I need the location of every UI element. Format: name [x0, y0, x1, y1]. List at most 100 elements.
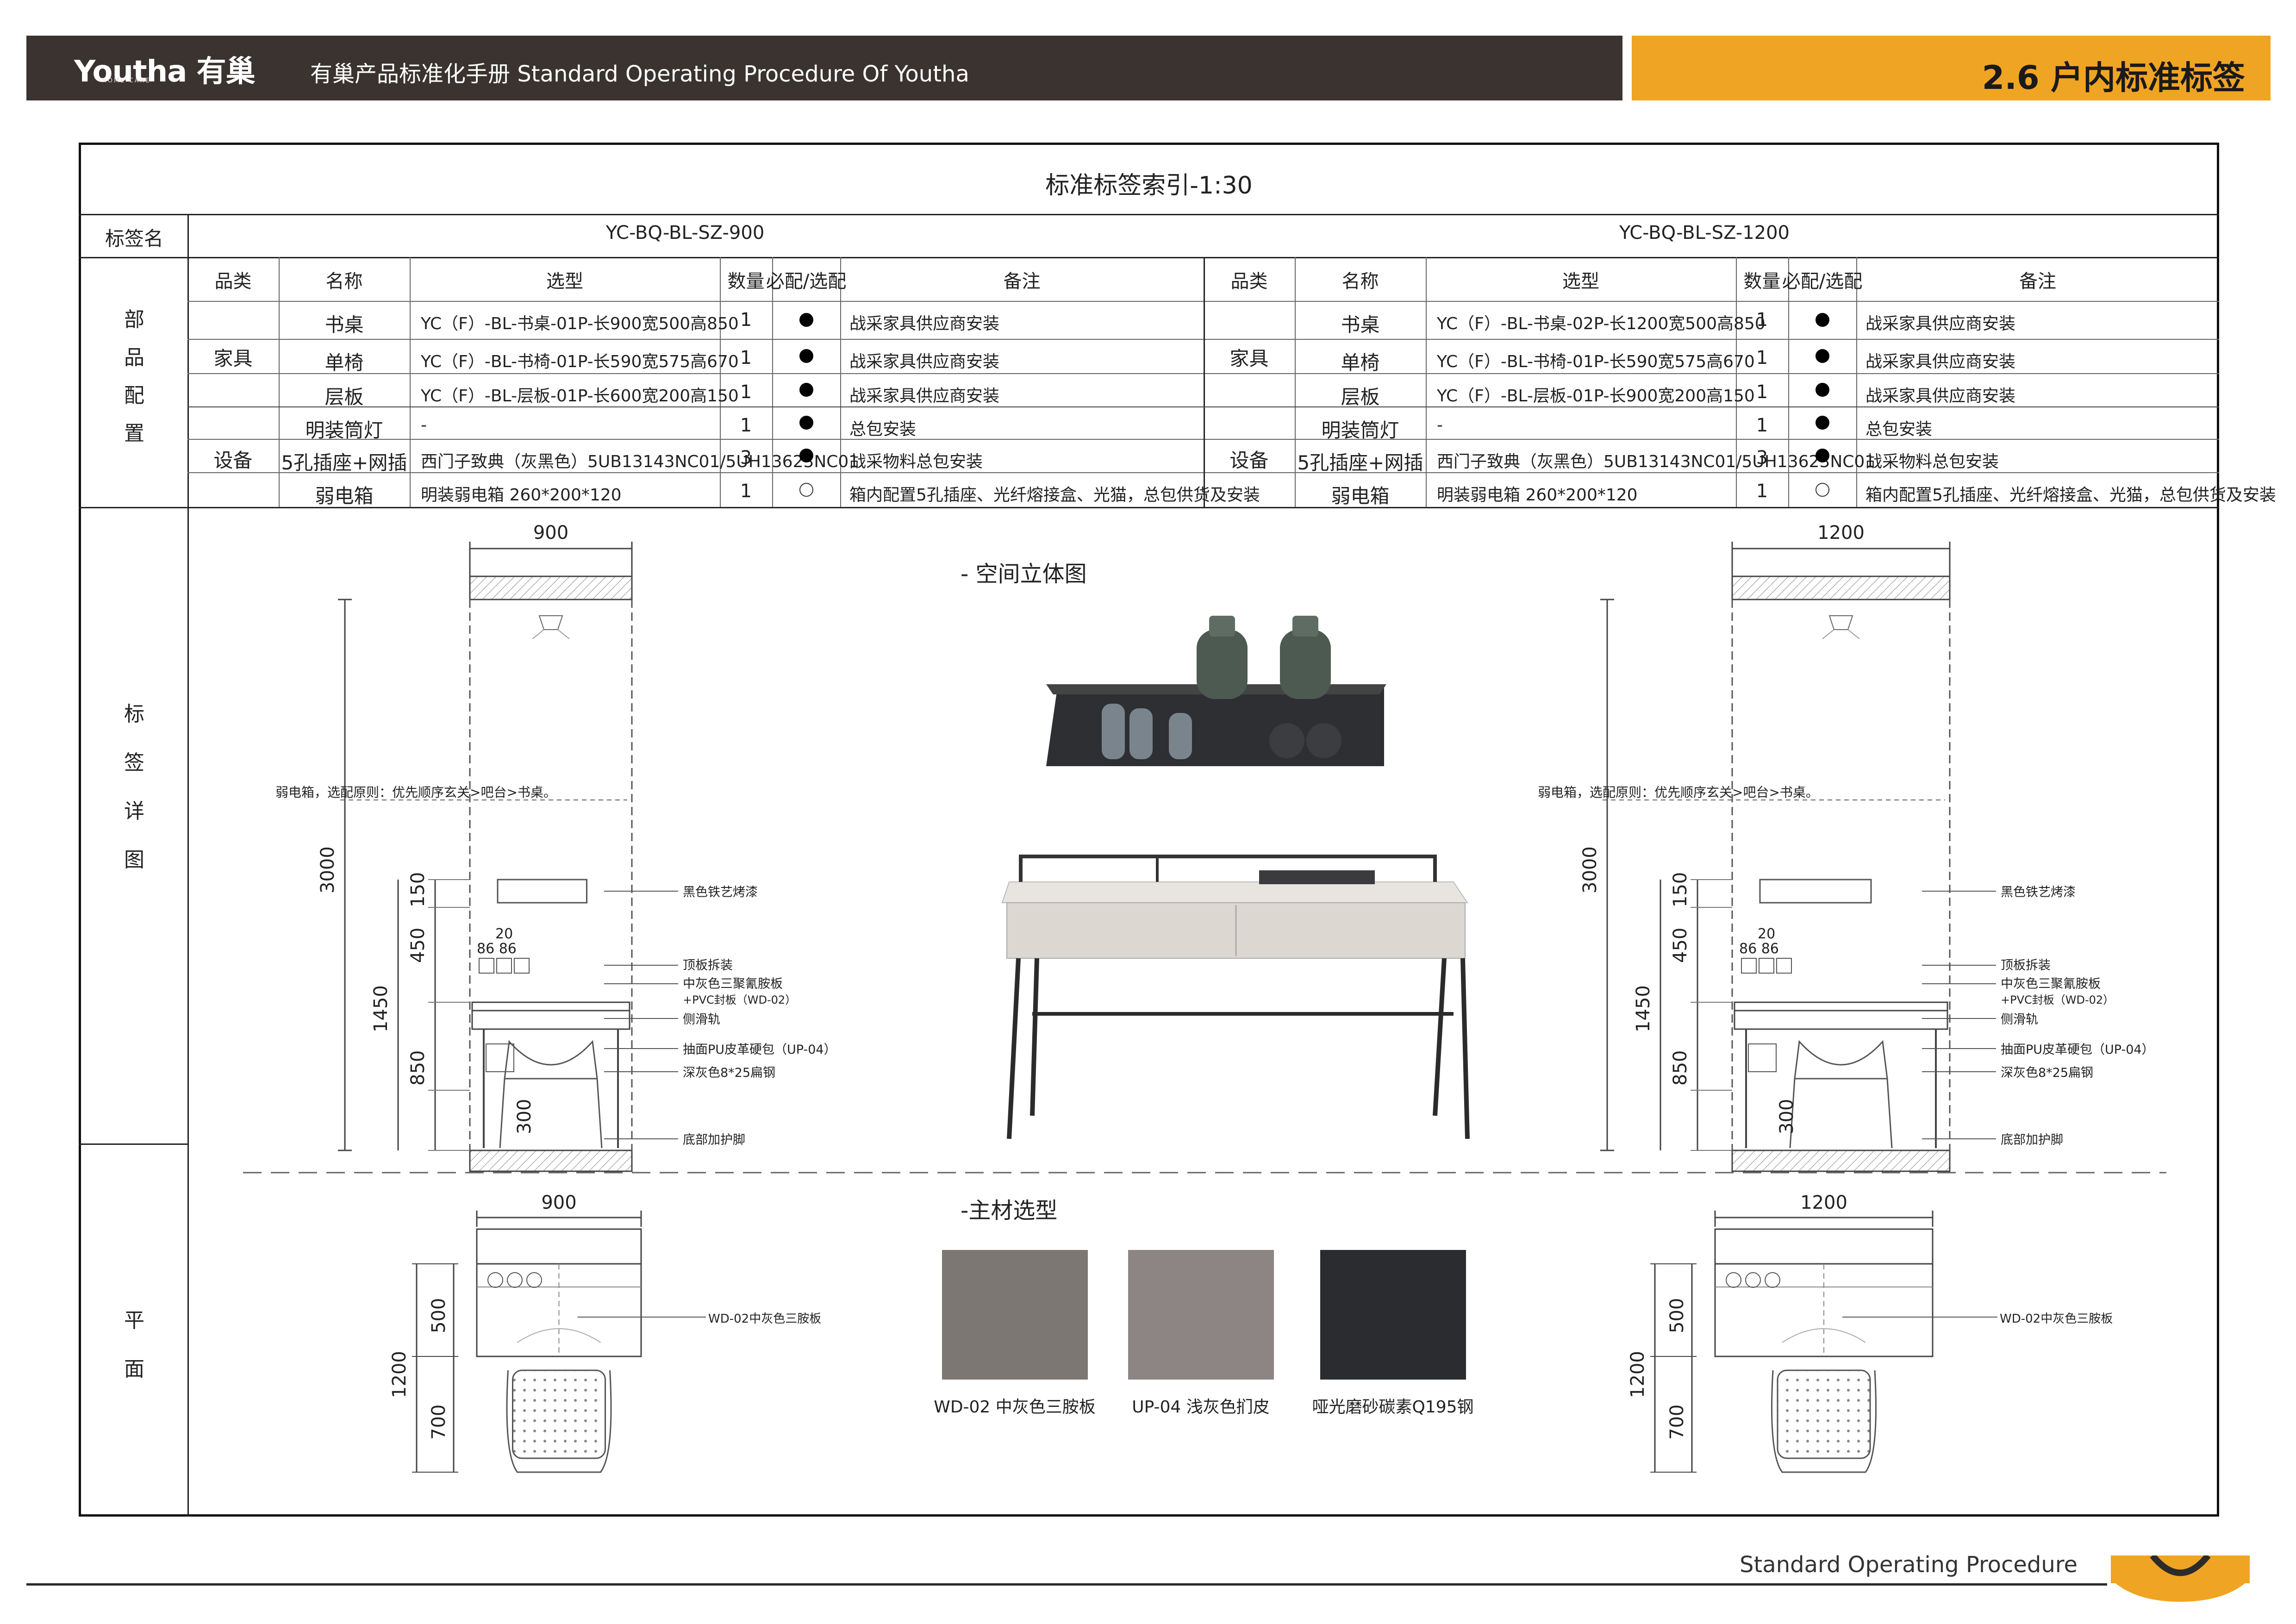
- callout: 深灰色8*25扁钢: [2001, 1066, 2094, 1080]
- column-header: 必配/选配: [766, 271, 847, 292]
- material-label: UP-04 浅灰色扪皮: [1132, 1398, 1270, 1417]
- cell-model: YC（F）-BL-书椅-01P-长590宽575高670: [1437, 352, 1755, 371]
- column-header: 数量: [1743, 271, 1781, 292]
- callout: 黑色铁艺烤漆: [683, 885, 758, 899]
- document-title: 有巢产品标准化手册 Standard Operating Procedure O…: [310, 61, 969, 87]
- column-header: 品类: [214, 271, 252, 292]
- column-header: 必配/选配: [1782, 271, 1863, 292]
- cell-category: 设备: [1229, 449, 1269, 472]
- required-mark: [1815, 313, 1829, 327]
- column-header: 名称: [1341, 271, 1379, 292]
- dim-height-total: 3000: [317, 846, 338, 893]
- ceiling-hatch: [469, 575, 633, 600]
- col-rule: [1736, 257, 1737, 507]
- required-mark: [799, 383, 813, 397]
- col-rule: [1788, 257, 1789, 507]
- cell-remark: 总包安装: [1866, 420, 1933, 439]
- cell-name: 5孔插座+网插: [281, 451, 407, 474]
- desk-leg-render: [1433, 958, 1447, 1116]
- cell-remark: 战采物料总包安装: [849, 452, 983, 471]
- cell-model: YC（F）-BL-层板-01P-长900宽200高150: [1437, 387, 1755, 406]
- plan-socket: [526, 1272, 542, 1288]
- cell-remark: 战采家具供应商安装: [849, 352, 1000, 371]
- dim-height-150: 150: [1670, 872, 1691, 907]
- column-header: 数量: [727, 271, 765, 292]
- cell-name: 书桌: [1341, 313, 1380, 336]
- cell-qty: 1: [1756, 309, 1768, 331]
- material-label: 哑光磨砂碳素Q195钢: [1312, 1398, 1474, 1417]
- plan-dim-700: 700: [1666, 1404, 1688, 1440]
- dim-20: 20: [1758, 926, 1776, 942]
- cell-qty: 1: [740, 481, 752, 502]
- required-mark: [1815, 383, 1829, 397]
- header-bar: [26, 36, 1622, 100]
- footer-badge: [2111, 1555, 2250, 1602]
- plan-dim-width: 900: [541, 1192, 577, 1213]
- column-header: 选型: [1562, 271, 1599, 292]
- required-mark: [799, 313, 813, 327]
- plan-socket: [507, 1272, 523, 1288]
- side-label-detail: 标签详图: [124, 702, 144, 872]
- cell-name: 5孔插座+网插: [1297, 451, 1423, 474]
- cell-remark: 战采家具供应商安装: [849, 314, 1000, 333]
- desk-top: [1734, 1001, 1948, 1012]
- cell-model: YC（F）-BL-书椅-01P-长590宽575高670: [421, 352, 739, 371]
- plan-callout: WD-02中灰色三胺板: [2000, 1312, 2113, 1326]
- cell-model: -: [1437, 416, 1443, 435]
- downlight: [538, 615, 563, 630]
- plan-chair: [1777, 1369, 1871, 1459]
- plan-dim-500: 500: [1666, 1298, 1688, 1333]
- cell-model: 西门子致典（灰黑色）5UB13143NC01/5UH13623NC01: [1437, 452, 1876, 471]
- callout: +PVC封板（WD-02）: [683, 993, 797, 1006]
- desk-drawer: [1734, 1010, 1948, 1030]
- glass: [1129, 708, 1153, 759]
- column-header: 选型: [546, 271, 583, 292]
- dim-height-450: 450: [407, 927, 429, 963]
- callout: 黑色铁艺烤漆: [2001, 885, 2076, 899]
- cell-name: 单椅: [324, 351, 364, 374]
- socket: [496, 958, 512, 974]
- row-rule: [187, 406, 1204, 407]
- plan-wall: [1714, 1228, 1934, 1265]
- cup: [1306, 723, 1341, 758]
- rule: [79, 257, 2219, 258]
- row-rule: [187, 472, 2219, 473]
- dim-width: 900: [533, 522, 569, 543]
- cell-remark: 箱内配置5孔插座、光纤熔接盒、光猫，总包供货及安装: [1866, 486, 2276, 505]
- row-rule: [187, 301, 2219, 302]
- socket: [479, 958, 494, 974]
- required-mark: [799, 449, 813, 462]
- dim-height-150: 150: [407, 872, 429, 907]
- required-mark: [1815, 349, 1829, 363]
- plan-dim-700: 700: [428, 1404, 449, 1440]
- cell-model: 西门子致典（灰黑色）5UB13143NC01/5UH13623NC01: [421, 452, 860, 471]
- desk-drawer: [471, 1010, 630, 1030]
- plan-socket: [1726, 1272, 1741, 1288]
- dim-86: 86 86: [477, 941, 517, 957]
- cell-model: YC（F）-BL-书桌-02P-长1200宽500高850: [1437, 314, 1766, 333]
- glass: [1169, 713, 1192, 759]
- cell-remark: 总包安装: [849, 420, 917, 439]
- elevation-left: [338, 542, 678, 1172]
- label-header: 标签名: [105, 227, 164, 250]
- footer-rule: [26, 1583, 2107, 1586]
- cup: [1269, 723, 1304, 758]
- dim-height-1450: 1450: [370, 985, 392, 1032]
- cell-category: 家具: [213, 347, 253, 370]
- callout: 顶板拆装: [683, 958, 733, 973]
- desk-top-render: [1001, 881, 1468, 903]
- content-frame: [79, 143, 2219, 1517]
- cell-qty: 3: [740, 447, 752, 468]
- material-label: WD-02 中灰色三胺板: [934, 1398, 1096, 1417]
- downlight: [1828, 615, 1853, 630]
- cell-qty: 1: [1756, 347, 1768, 369]
- dim-20: 20: [495, 926, 513, 942]
- callout: 顶板拆装: [2001, 958, 2051, 973]
- dim-height-850: 850: [407, 1050, 429, 1086]
- cell-name: 明装筒灯: [305, 419, 383, 442]
- col-rule: [1204, 257, 1205, 507]
- plan-wall: [476, 1228, 642, 1265]
- footer-text: Standard Operating Procedure: [1740, 1552, 2078, 1578]
- cell-qty: 1: [740, 381, 752, 403]
- cell-qty: 1: [740, 415, 752, 436]
